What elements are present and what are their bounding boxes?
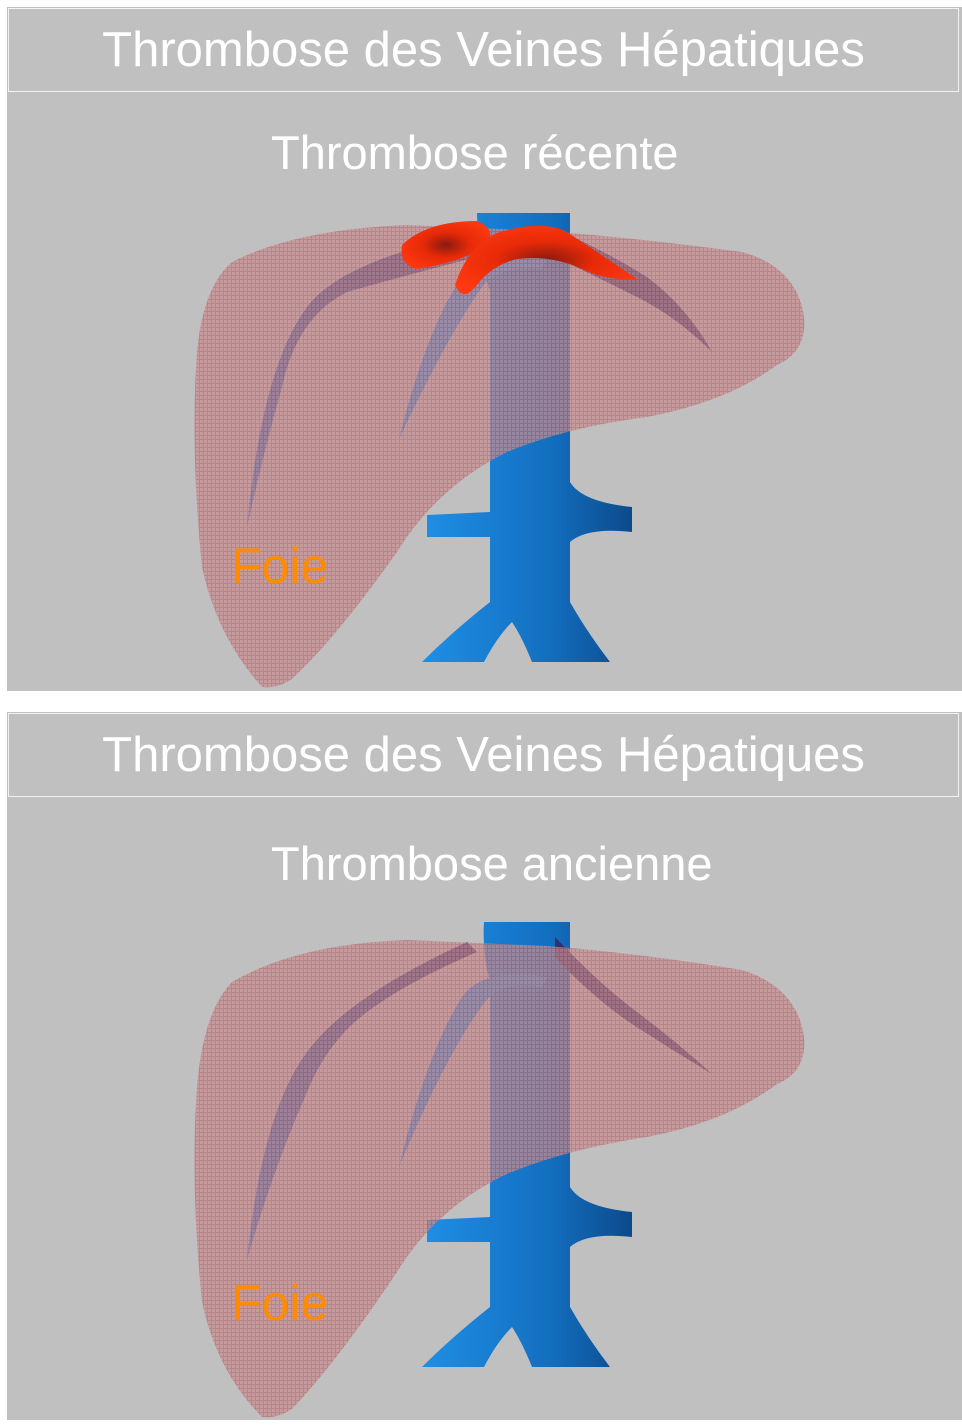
slide-old-thrombosis: Thrombose des Veines Hépatiques Thrombos…: [7, 712, 962, 1420]
liver-illustration: Foie: [7, 7, 962, 691]
liver-label: Foie: [231, 538, 328, 594]
liver-label: Foie: [231, 1275, 328, 1331]
slide-recent-thrombosis: Thrombose des Veines Hépatiques Thrombos…: [7, 7, 962, 691]
liver-illustration: Foie: [7, 712, 962, 1420]
